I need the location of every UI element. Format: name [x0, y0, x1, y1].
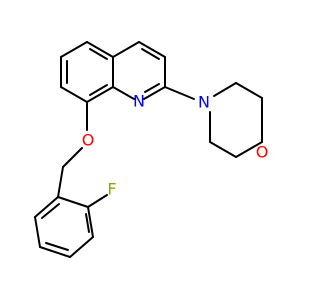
quinoline-nitrogen-label: N — [133, 92, 145, 111]
ether-oxygen-label: O — [82, 131, 95, 150]
morpholine-oxygen-label: O — [256, 143, 269, 162]
morpholine-nitrogen-label: N — [198, 93, 210, 112]
fluorine-label: F — [107, 180, 116, 199]
atom-labels: N N O O F — [82, 92, 269, 199]
bond-lines — [34, 41, 263, 258]
chemical-structure: N N O O F — [34, 41, 269, 258]
